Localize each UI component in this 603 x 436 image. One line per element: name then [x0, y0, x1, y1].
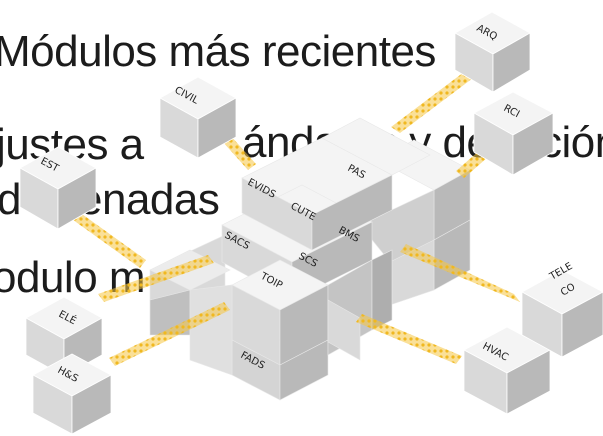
connector-arq [391, 66, 481, 133]
heading-line-3a: d [0, 175, 21, 224]
connector-tele [400, 244, 520, 302]
cube-ele: ELÉ [25, 296, 103, 377]
cube-tele: TELE CO [521, 261, 603, 358]
connector-hvac [356, 314, 462, 364]
connector-est [62, 204, 146, 268]
heading-line-3b: enadas [78, 175, 220, 224]
heading-line-1: Módulos más recientes [0, 27, 436, 76]
cube-hs: H&S [32, 353, 112, 435]
connector-rci [456, 150, 488, 178]
cube-est: EST [19, 146, 97, 230]
connector-hs [109, 302, 230, 366]
connector-ele [98, 255, 214, 302]
cube-rci: RCI [473, 91, 554, 176]
cube-civil: CIVIL [159, 76, 237, 159]
cube-arq: ARQ [454, 11, 531, 93]
